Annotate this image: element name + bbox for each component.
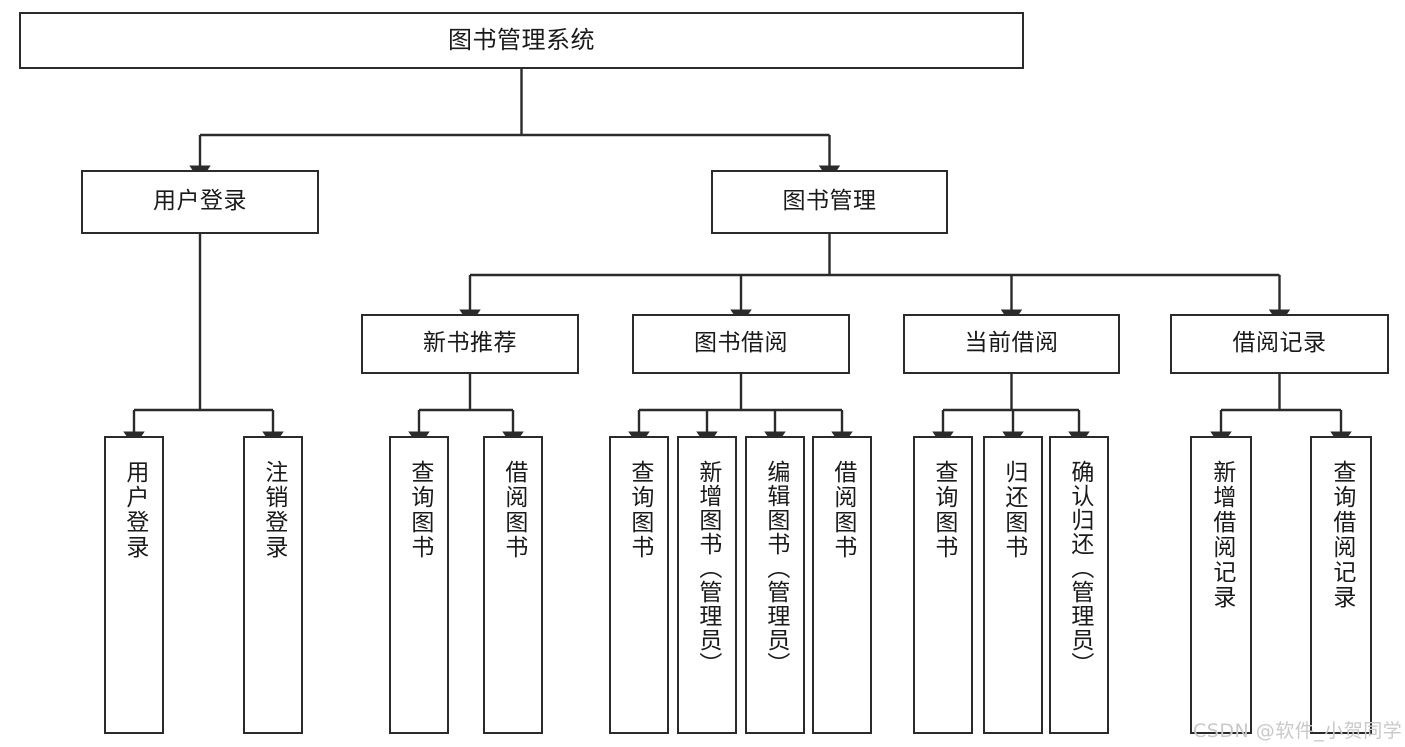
- node-leaf-borrow-book-bo-label: 借阅图书: [829, 460, 856, 560]
- node-leaf-borrow-book-bo[interactable]: 借阅图书: [812, 436, 872, 734]
- node-leaf-add-record[interactable]: 新增借阅记录: [1190, 436, 1252, 734]
- node-new-book-rec[interactable]: 新书推荐: [361, 314, 579, 374]
- node-leaf-borrow-book-rec[interactable]: 借阅图书: [483, 436, 543, 734]
- node-leaf-query-book-bo[interactable]: 查询图书: [609, 436, 669, 734]
- node-leaf-confirm-return[interactable]: 确认归还（管理员）: [1049, 436, 1109, 734]
- node-leaf-confirm-return-label: 确认归还（管理员）: [1066, 460, 1093, 676]
- node-leaf-return-book[interactable]: 归还图书: [983, 436, 1043, 734]
- node-book-borrow[interactable]: 图书借阅: [632, 314, 850, 374]
- node-leaf-edit-book-label: 编辑图书（管理员）: [762, 460, 789, 676]
- node-root[interactable]: 图书管理系统: [19, 12, 1024, 69]
- node-leaf-add-record-label: 新增借阅记录: [1208, 460, 1235, 610]
- node-leaf-logout-label: 注销登录: [260, 460, 287, 560]
- node-current-borrow[interactable]: 当前借阅: [903, 314, 1120, 374]
- node-leaf-user-login-label: 用户登录: [121, 460, 148, 560]
- node-borrow-record-label: 借阅记录: [1232, 330, 1327, 357]
- node-root-label: 图书管理系统: [448, 26, 595, 55]
- node-leaf-query-book-rec[interactable]: 查询图书: [389, 436, 449, 734]
- node-book-borrow-label: 图书借阅: [694, 330, 788, 357]
- node-leaf-add-book[interactable]: 新增图书（管理员）: [677, 436, 737, 734]
- node-borrow-record[interactable]: 借阅记录: [1170, 314, 1389, 374]
- node-leaf-query-book-bo-label: 查询图书: [626, 460, 653, 560]
- node-leaf-borrow-book-rec-label: 借阅图书: [500, 460, 527, 560]
- node-leaf-query-book-rec-label: 查询图书: [406, 460, 433, 560]
- node-leaf-query-record[interactable]: 查询借阅记录: [1310, 436, 1372, 734]
- node-leaf-query-book-cur-label: 查询图书: [930, 460, 957, 560]
- node-user-login-label: 用户登录: [153, 188, 247, 215]
- node-new-book-rec-label: 新书推荐: [423, 330, 517, 357]
- node-leaf-query-record-label: 查询借阅记录: [1328, 460, 1355, 610]
- node-book-manage-label: 图书管理: [782, 188, 877, 215]
- node-leaf-add-book-label: 新增图书（管理员）: [694, 460, 721, 676]
- node-leaf-return-book-label: 归还图书: [1000, 460, 1027, 560]
- node-leaf-query-book-cur[interactable]: 查询图书: [913, 436, 973, 734]
- node-leaf-user-login[interactable]: 用户登录: [104, 436, 164, 734]
- csdn-watermark: CSDN @软件_小贺同学: [1193, 720, 1403, 742]
- node-current-borrow-label: 当前借阅: [964, 330, 1059, 357]
- node-book-manage[interactable]: 图书管理: [711, 170, 948, 234]
- node-leaf-edit-book[interactable]: 编辑图书（管理员）: [745, 436, 805, 734]
- node-leaf-logout[interactable]: 注销登录: [243, 436, 303, 734]
- node-user-login[interactable]: 用户登录: [81, 170, 319, 234]
